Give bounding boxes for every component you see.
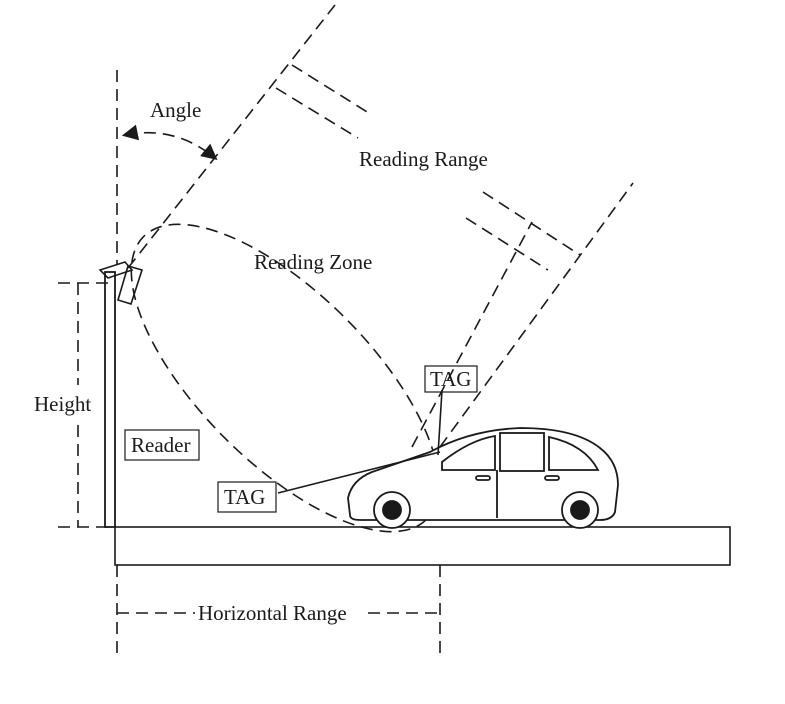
beam-upper-line xyxy=(127,4,336,269)
tag-bottom-label-box xyxy=(217,481,277,513)
reading-zone-label: Reading Zone xyxy=(254,250,372,274)
reader-pole xyxy=(104,271,116,528)
height-label: Height xyxy=(34,392,91,416)
car-door-handle-2 xyxy=(544,475,560,481)
reader-label: Reader xyxy=(131,433,190,457)
car-side-window xyxy=(499,432,545,472)
car-rear-window xyxy=(441,434,496,471)
angle-label: Angle xyxy=(150,98,201,122)
car-rear-wheel-hub xyxy=(382,500,402,520)
car xyxy=(347,427,619,529)
angle-arc-arrow xyxy=(121,124,218,161)
tag-bottom-leader xyxy=(277,451,441,494)
reading-range-tick-1 xyxy=(291,64,373,116)
reading-range-tick-2 xyxy=(275,87,359,139)
tag-beam-line-1 xyxy=(439,182,634,448)
tag-bottom-label: TAG xyxy=(224,485,265,509)
ground-slab xyxy=(114,526,731,566)
car-front-wheel-hub xyxy=(570,500,590,520)
reading-range-label: Reading Range xyxy=(359,147,488,171)
reading-range-tick-4 xyxy=(465,217,549,271)
car-front-window xyxy=(548,435,600,471)
reader-label-box xyxy=(124,429,200,461)
tag-top-label: TAG xyxy=(430,367,471,391)
horizontal-range-label: Horizontal Range xyxy=(198,601,347,625)
tag-beam-line-2 xyxy=(411,221,533,448)
car-door-handle-1 xyxy=(475,475,491,481)
reading-range-tick-3 xyxy=(482,191,581,256)
tag-top-label-box xyxy=(424,365,478,393)
tag-top-leader xyxy=(437,389,443,456)
